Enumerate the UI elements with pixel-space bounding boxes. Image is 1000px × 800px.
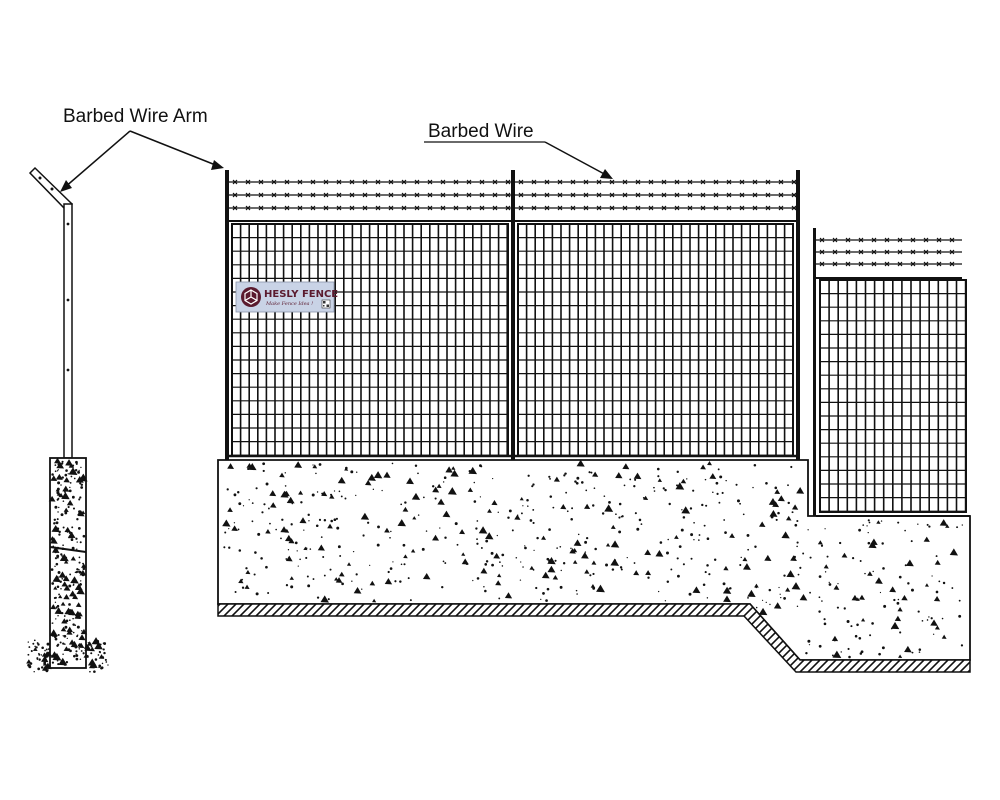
arm-post <box>26 166 109 673</box>
qr-code-icon <box>321 299 331 309</box>
brand-sign: HESLY FENCE Make Fence Idea ! <box>235 281 338 313</box>
main-fence <box>217 170 971 673</box>
label-barbed-wire-arm: Barbed Wire Arm <box>60 106 224 192</box>
barbed-wire-strands <box>229 179 797 222</box>
label-barbed-wire: Barbed Wire <box>424 121 613 179</box>
mesh-panels <box>229 223 796 458</box>
side-fence <box>813 228 970 517</box>
ground-hatch <box>217 603 971 673</box>
barbed-wire-arm-label: Barbed Wire Arm <box>63 106 208 127</box>
sign-brand-text: HESLY FENCE <box>264 289 338 300</box>
barbed-wire-label: Barbed Wire <box>428 121 534 142</box>
sign-tagline-text: Make Fence Idea ! <box>265 301 313 307</box>
cube-logo-icon <box>241 287 261 307</box>
